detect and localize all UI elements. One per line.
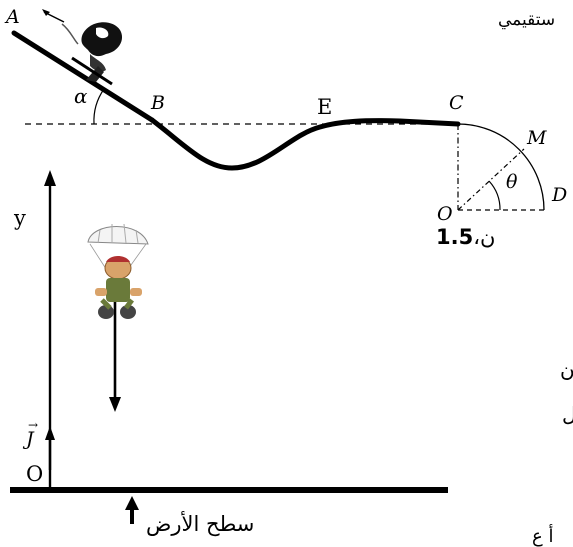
angle-theta-arc: [488, 180, 501, 211]
label-angle-alpha: α: [74, 84, 88, 108]
label-point-d: D: [552, 184, 568, 206]
skier-figure: [42, 9, 123, 86]
label-point-b: B: [151, 92, 165, 114]
incline-track-ab: [11, 30, 155, 123]
angle-alpha-arc: [93, 88, 105, 125]
text-fragment-right-2: ل: [562, 402, 573, 426]
label-point-m: M: [527, 127, 547, 149]
text-fragment-right-1: ن: [560, 358, 573, 382]
ground-arrowhead: [125, 496, 139, 510]
parachutist-figure: [87, 223, 149, 319]
radius-om: [457, 148, 525, 211]
label-point-a: A: [6, 6, 20, 28]
score-value: 1.5: [436, 225, 474, 249]
weight-arrowhead: [109, 397, 121, 412]
label-unit-vector-j: →J: [26, 418, 38, 450]
label-point-e: E: [317, 95, 333, 119]
label-axis-y: y: [14, 206, 26, 230]
score-text: ن،1.5: [436, 225, 495, 249]
label-origin-o: O: [26, 462, 44, 486]
y-axis-arrowhead: [44, 170, 56, 186]
label-angle-theta: θ: [506, 171, 518, 193]
curved-track-bec: [149, 117, 461, 171]
unit-vector-j-arrow-mark: →: [28, 418, 39, 432]
label-point-o-circle: O: [437, 203, 453, 225]
score-suffix: ن: [479, 225, 496, 249]
text-fragment-bottom-right: أ ع: [532, 526, 554, 547]
unit-vector-j-arrowhead: [45, 426, 55, 440]
score-sep: ،: [473, 225, 480, 249]
label-point-c: C: [449, 92, 464, 114]
text-fragment-top-right: ستقيمي: [498, 10, 556, 30]
ground-label: سطح الأرض: [146, 512, 255, 536]
unit-vector-j-letter: J: [26, 428, 34, 450]
quarter-circle-cd: [457, 123, 545, 211]
